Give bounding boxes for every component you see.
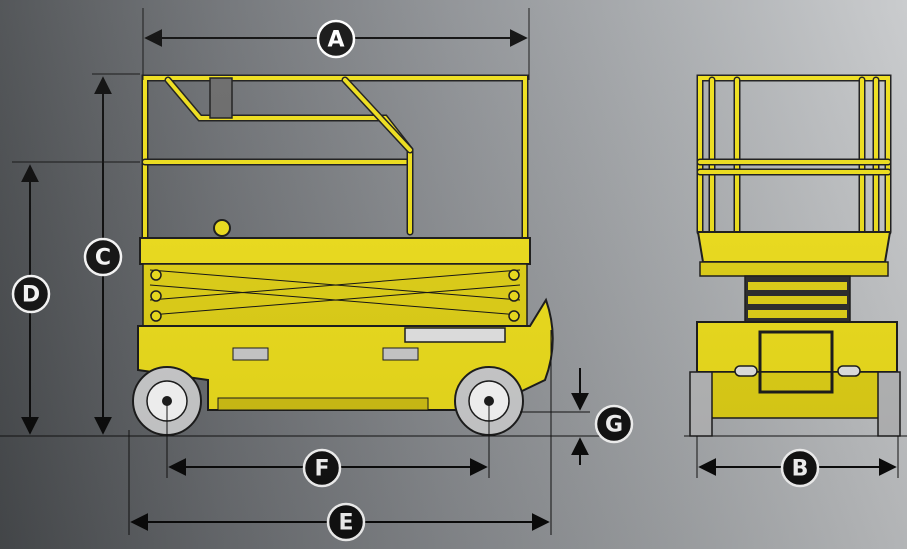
badge-g: G <box>594 404 634 444</box>
badge-b: B <box>780 448 820 488</box>
badge-c: C <box>83 237 123 277</box>
rear-view-machine <box>689 74 901 437</box>
badge-a: A <box>316 19 356 59</box>
dimension-g <box>520 368 590 465</box>
side-view-machine <box>132 74 554 436</box>
badge-a-text: A <box>327 28 344 53</box>
badge-d: D <box>11 274 51 314</box>
badge-d-text: D <box>22 283 40 308</box>
badge-f: F <box>302 448 342 488</box>
badge-f-text: F <box>314 457 329 482</box>
badge-e-text: E <box>338 511 353 536</box>
badge-g-text: G <box>605 413 623 438</box>
badge-c-text: C <box>95 246 111 271</box>
badge-b-text: B <box>792 457 809 482</box>
badge-e: E <box>326 502 366 542</box>
